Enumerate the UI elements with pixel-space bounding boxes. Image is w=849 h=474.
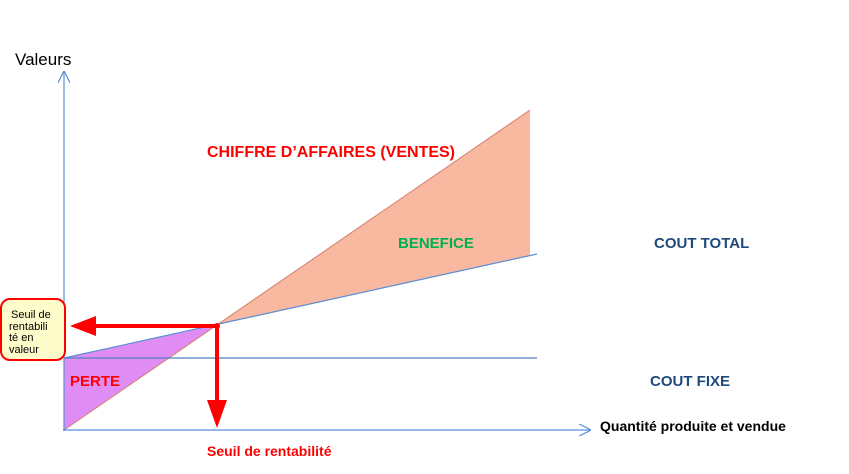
breakeven-quantity-label: Seuil de rentabilité xyxy=(207,443,332,459)
breakeven-value-arrow xyxy=(70,316,219,336)
callout-line-4: valeur xyxy=(9,344,39,356)
breakeven-value-callout xyxy=(0,298,66,361)
x-axis-label: Quantité produite et vendue xyxy=(600,418,786,434)
total-cost-line xyxy=(63,253,538,359)
callout-line-2: rentabili xyxy=(9,321,48,333)
callout-line-3: té en xyxy=(9,332,33,344)
y-axis-label: Valeurs xyxy=(15,50,71,69)
revenue-line xyxy=(63,109,531,431)
breakeven-quantity-arrow xyxy=(207,323,227,428)
loss-label: PERTE xyxy=(70,373,120,390)
fixed-cost-label: COUT FIXE xyxy=(650,373,730,390)
total-cost-label: COUT TOTAL xyxy=(654,235,749,252)
callout-line-1: Seuil de xyxy=(11,309,51,321)
profit-label: BENEFICE xyxy=(398,235,474,252)
revenue-label: CHIFFRE D’AFFAIRES (VENTES) xyxy=(207,144,455,161)
